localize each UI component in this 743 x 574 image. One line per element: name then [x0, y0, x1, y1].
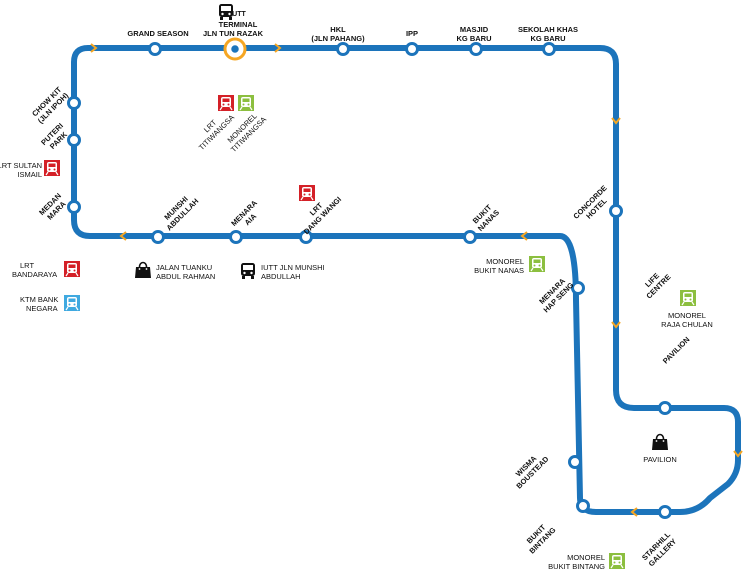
label-mono-raja-chulan-2: RAJA CHULAN [661, 320, 713, 329]
ktm-train-icon [64, 295, 80, 311]
stop-sekolah[interactable] [542, 42, 556, 56]
direction-arrow [520, 231, 528, 241]
label-ipp: IPP [406, 29, 418, 38]
stop-bukit-bintang[interactable] [576, 499, 590, 513]
direction-arrow [733, 450, 743, 458]
train-icon [44, 160, 60, 176]
label-masjid-1: MASJID [460, 25, 489, 34]
label-pavilion-mall: PAVILION [643, 455, 676, 464]
label-ktm-1: KTM BANK [20, 295, 58, 304]
label-terminal-3: JLN TUN RAZAK [203, 29, 264, 38]
label-iutt-munshi-1: IUTT JLN MUNSHI [261, 263, 325, 272]
label-iutt-munshi-2: ABDULLAH [261, 272, 301, 281]
stop-medan-mara[interactable] [67, 200, 81, 214]
stop-masjid[interactable] [469, 42, 483, 56]
stop-ipp[interactable] [405, 42, 419, 56]
label-mono-bukit-bintang-2: BUKIT BINTANG [548, 562, 605, 571]
label-grand-season: GRAND SEASON [127, 29, 188, 38]
stop-concorde[interactable] [609, 204, 623, 218]
direction-arrow [90, 43, 98, 53]
label-lrt-bandaraya-1: LRT [20, 261, 34, 270]
shopping-bag-icon [134, 261, 152, 279]
label-pavilion-stop: PAVILION [661, 335, 692, 366]
label-hkl-2: (JLN PAHANG) [311, 34, 365, 43]
train-icon [64, 261, 80, 277]
direction-arrow [119, 231, 127, 241]
stop-hap-seng[interactable] [571, 281, 585, 295]
label-sekolah-2: KG BARU [531, 34, 566, 43]
label-masjid-2: KG BARU [457, 34, 492, 43]
label-mono-raja-chulan-1: MONOREL [668, 311, 706, 320]
stop-puteri-park[interactable] [67, 133, 81, 147]
stop-bukit-nanas[interactable] [463, 230, 477, 244]
monorail-icon [238, 95, 254, 111]
stop-grand-season[interactable] [148, 42, 162, 56]
label-lrt-bandaraya-2: BANDARAYA [12, 270, 57, 279]
stops [67, 37, 672, 519]
bus-icon [241, 263, 255, 279]
stop-wisma[interactable] [568, 455, 582, 469]
direction-arrow [630, 507, 638, 517]
label-jalan-tar-2: ABDUL RAHMAN [156, 272, 215, 281]
direction-arrows [90, 43, 743, 517]
stop-munshi[interactable] [151, 230, 165, 244]
monorail-icon [609, 553, 625, 569]
label-mono-bukit-nanas-2: BUKIT NANAS [474, 266, 524, 275]
label-lrt-sultan-1: LRT SULTAN [0, 161, 42, 170]
label-sekolah-1: SEKOLAH KHAS [518, 25, 578, 34]
direction-arrow [611, 117, 621, 125]
label-ktm-2: NEGARA [26, 304, 58, 313]
direction-arrow [611, 321, 621, 329]
monorail-icon [680, 290, 696, 306]
label-mono-bukit-nanas-1: MONOREL [486, 257, 524, 266]
stop-terminal[interactable] [228, 42, 242, 56]
stop-pavilion[interactable] [658, 401, 672, 415]
stop-chow-kit[interactable] [67, 96, 81, 110]
label-terminal-2: TERMINAL [219, 20, 258, 29]
stop-dang-wangi[interactable] [299, 230, 313, 244]
monorail-icon [529, 256, 545, 272]
shopping-bag-icon [651, 433, 669, 451]
train-icon [218, 95, 234, 111]
label-hkl-1: HKL [330, 25, 346, 34]
direction-arrow [274, 43, 282, 53]
stop-starhill[interactable] [658, 505, 672, 519]
label-lrt-sultan-2: ISMAIL [17, 170, 42, 179]
label-terminal-1: IUTT [230, 11, 246, 18]
label-jalan-tar-1: JALAN TUANKU [156, 263, 212, 272]
label-mono-bukit-bintang-1: MONOREL [567, 553, 605, 562]
route-line [71, 45, 741, 515]
stop-hkl[interactable] [336, 42, 350, 56]
stop-menara-aia[interactable] [229, 230, 243, 244]
train-icon [299, 185, 315, 201]
